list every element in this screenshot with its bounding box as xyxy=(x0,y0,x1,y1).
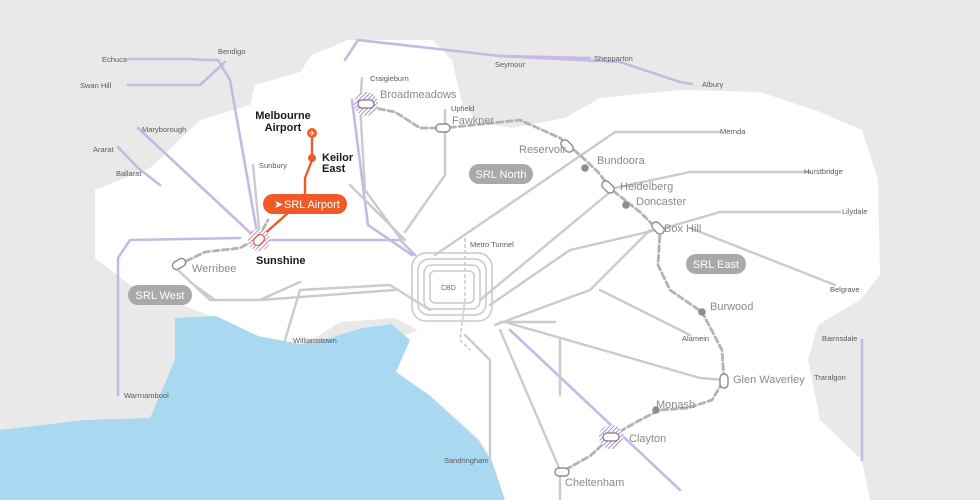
srl-north-pill[interactable]: SRL North xyxy=(469,164,533,184)
lilydale-label: Lilydale xyxy=(842,207,867,216)
metro-tunnel-line xyxy=(459,238,471,351)
doncaster-label: Doncaster xyxy=(636,196,686,208)
fawkner-label: Fawkner xyxy=(452,115,495,127)
echuca-label: Echuca xyxy=(102,55,128,64)
albury-label: Albury xyxy=(702,80,724,89)
srl-east-pill[interactable]: SRL East xyxy=(686,254,746,274)
keilor-east-label-1: Keilor xyxy=(322,152,354,164)
plane-icon: ➤ xyxy=(274,199,283,211)
belgrave-label: Belgrave xyxy=(830,285,860,294)
cbd-label: CBD xyxy=(441,285,456,292)
swan-hill-label: Swan Hill xyxy=(80,81,112,90)
cheltenham-label: Cheltenham xyxy=(565,477,624,489)
sandringham-label: Sandringham xyxy=(444,456,489,465)
glen-waverley-label: Glen Waverley xyxy=(733,374,805,386)
bendigo-label: Bendigo xyxy=(218,47,246,56)
box-hill-label: Box Hill xyxy=(664,223,701,235)
upfield-label: Upfield xyxy=(451,104,474,113)
srl-airport-badge[interactable]: ➤ SRL Airport xyxy=(263,194,347,214)
bundoora-label: Bundoora xyxy=(597,155,646,167)
maryborough-label: Maryborough xyxy=(142,125,186,134)
reservoir-label: Reservoir xyxy=(519,144,566,156)
alamein-label: Alamein xyxy=(682,334,709,343)
cbd-loop xyxy=(411,252,493,322)
plane-icon: ✈ xyxy=(309,129,316,138)
airport-marker xyxy=(307,128,317,138)
ararat-label: Ararat xyxy=(93,145,114,154)
metro-tunnel-label: Metro Tunnel xyxy=(470,240,514,249)
warrnambool-label: Warrnambool xyxy=(124,391,169,400)
craigieburn-label: Craigieburn xyxy=(370,74,409,83)
melbourne-airport-label-2: Airport xyxy=(265,122,302,134)
srl-station-markers xyxy=(171,123,729,477)
srl-north-label: SRL North xyxy=(476,169,527,181)
bairnsdale-label: Bairnsdale xyxy=(822,334,857,343)
burwood-label: Burwood xyxy=(710,301,753,313)
traralgon-label: Traralgon xyxy=(814,373,846,382)
sunbury-label: Sunbury xyxy=(259,161,287,170)
srl-west-label: SRL West xyxy=(136,290,185,302)
mernda-label: Mernda xyxy=(720,127,746,136)
regional-lines xyxy=(116,38,864,492)
werribee-label: Werribee xyxy=(192,263,236,275)
srl-dots xyxy=(581,164,706,414)
shepparton-label: Shepparton xyxy=(594,54,633,63)
monash-label: Monash xyxy=(656,399,695,411)
williamstown-label: Williamstown xyxy=(293,336,337,345)
melbourne-airport-label-1: Melbourne xyxy=(255,110,311,122)
hurstbridge-label: Hurstbridge xyxy=(804,167,843,176)
port-phillip-bay xyxy=(0,316,505,500)
seymour-label: Seymour xyxy=(495,60,526,69)
ballarat-label: Ballarat xyxy=(116,169,142,178)
sunshine-label: Sunshine xyxy=(256,255,306,267)
broadmeadows-label: Broadmeadows xyxy=(380,89,457,101)
land-mass xyxy=(95,40,880,500)
srl-west-pill[interactable]: SRL West xyxy=(128,285,192,305)
srl-airport-label: SRL Airport xyxy=(284,199,340,211)
heidelberg-label: Heidelberg xyxy=(620,181,673,193)
keilor-east-label-2: East xyxy=(322,163,346,175)
srl-east-label: SRL East xyxy=(693,259,739,271)
clayton-label: Clayton xyxy=(629,433,666,445)
terminus-labels: Echuca Bendigo Swan Hill Maryborough Ara… xyxy=(80,47,867,465)
keilor-east-marker xyxy=(308,154,316,162)
